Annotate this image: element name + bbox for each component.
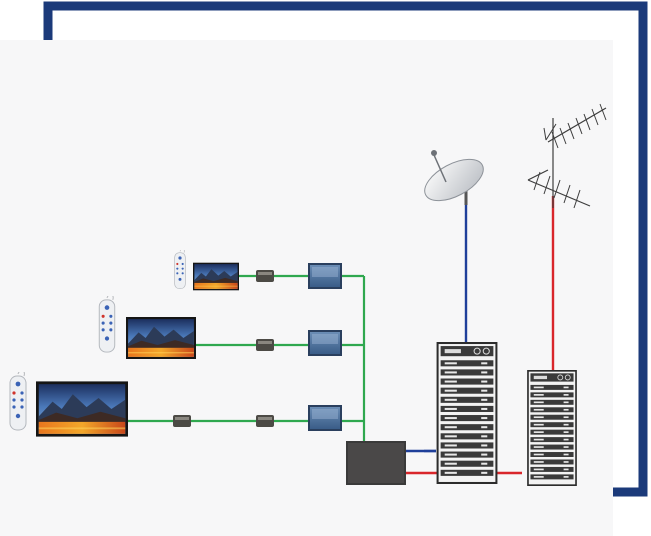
tv-small-icon — [193, 262, 239, 291]
set-top-box-top-icon — [308, 263, 342, 289]
remote-control-large-icon — [9, 372, 27, 431]
connector-middle-icon — [256, 339, 274, 351]
antenna-icon — [527, 103, 607, 209]
set-top-box-middle-icon — [308, 330, 342, 356]
connector-bottom-a-icon — [173, 415, 191, 427]
equipment-rack-right-icon — [526, 370, 578, 486]
equipment-rack-left-icon — [436, 342, 498, 484]
diagram-panel — [0, 40, 613, 536]
remote-control-small-icon — [174, 250, 186, 290]
tv-medium-icon — [126, 317, 196, 359]
connector-bottom-b-icon — [256, 415, 274, 427]
set-top-box-bottom-icon — [308, 405, 342, 431]
connector-top-icon — [256, 270, 274, 282]
remote-control-medium-icon — [98, 296, 116, 353]
satellite-dish-icon — [424, 150, 484, 205]
blue-cables — [406, 200, 468, 453]
tv-large-icon — [36, 381, 128, 437]
combiner-box-icon — [346, 441, 406, 485]
